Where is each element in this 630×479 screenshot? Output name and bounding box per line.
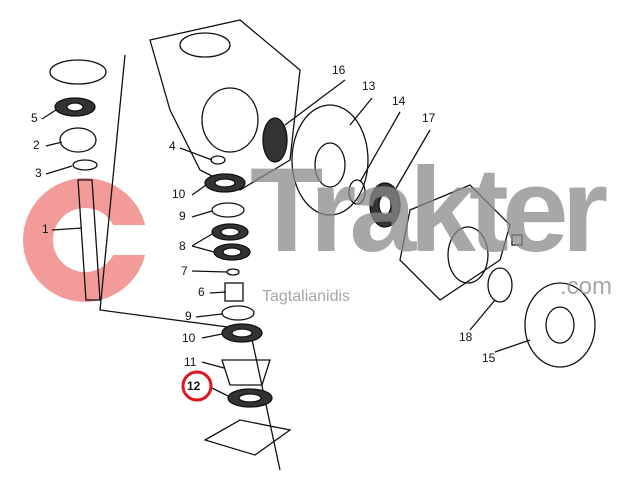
watermark-gear-logo	[23, 178, 155, 302]
label-9a: 9	[179, 209, 186, 223]
label-18: 18	[459, 330, 473, 344]
highlight-circle-12	[181, 370, 213, 402]
cover-plate	[399, 184, 511, 301]
label-14: 14	[392, 94, 406, 108]
label-2: 2	[33, 138, 40, 152]
shaft	[77, 179, 101, 301]
label-17: 17	[422, 111, 436, 125]
label-3: 3	[35, 166, 42, 180]
label-4: 4	[169, 139, 176, 153]
label-10b: 10	[182, 331, 196, 345]
housing	[149, 19, 301, 191]
watermark-suffix: .com	[560, 273, 613, 300]
label-1: 1	[42, 222, 49, 236]
label-7: 7	[181, 264, 188, 278]
base-cover	[203, 419, 292, 456]
watermark-sub: Tagtalianidis	[262, 288, 351, 305]
bevel-gear	[221, 359, 271, 386]
label-5: 5	[31, 111, 38, 125]
label-10a: 10	[172, 187, 186, 201]
watermark-brand: Trakter	[250, 143, 608, 277]
label-9b: 9	[185, 309, 192, 323]
label-12: 12	[187, 379, 201, 393]
label-16: 16	[332, 63, 346, 77]
label-6: 6	[198, 285, 205, 299]
label-8: 8	[179, 239, 186, 253]
label-15: 15	[482, 351, 496, 365]
label-11: 11	[184, 355, 197, 369]
label-13: 13	[362, 79, 376, 93]
